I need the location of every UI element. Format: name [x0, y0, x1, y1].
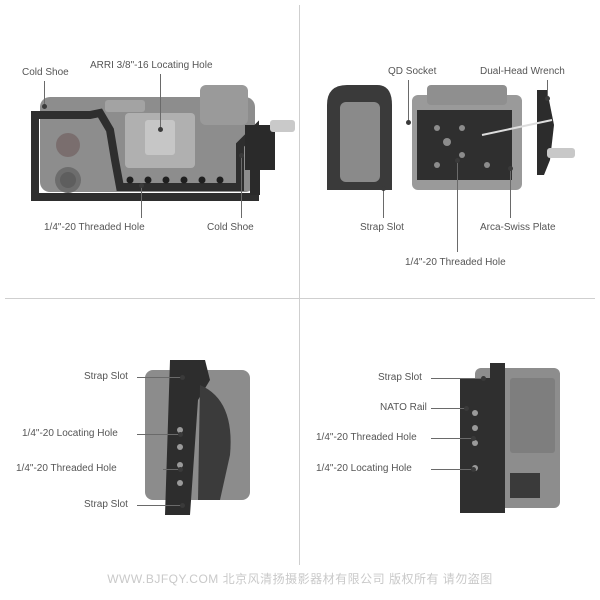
pointer-wrench — [545, 96, 550, 101]
pointer-nato-rail — [464, 406, 469, 411]
leader-cold-shoe-left — [44, 81, 45, 106]
pointer-locating-hole-side — [178, 432, 183, 437]
pointer-arri-hole — [158, 127, 163, 132]
watermark: WWW.BJFQY.COM 北京风清扬摄影器材有限公司 版权所有 请勿盗图 — [107, 572, 493, 586]
leader-wrench — [547, 80, 548, 98]
pointer-threaded-hole-right — [471, 436, 476, 441]
label-threaded-hole-right: 1/4"-20 Threaded Hole — [316, 432, 417, 443]
leader-arri-hole — [160, 74, 161, 129]
label-strap-slot-side-top: Strap Slot — [84, 371, 128, 382]
leader-strap-slot-side-bottom — [137, 505, 182, 506]
label-strap-slot-rear: Strap Slot — [360, 222, 404, 233]
leader-locating-hole-right — [431, 469, 473, 470]
label-locating-hole-right: 1/4"-20 Locating Hole — [316, 463, 412, 474]
leader-threaded-hole-right — [431, 438, 473, 439]
label-threaded-hole-rear: 1/4"-20 Threaded Hole — [405, 257, 506, 268]
label-wrench: Dual-Head Wrench — [480, 66, 565, 77]
leader-cold-shoe-right — [241, 155, 242, 218]
pointer-strap-slot-side-bottom — [180, 503, 185, 508]
label-strap-slot-side-bottom: Strap Slot — [84, 499, 128, 510]
label-locating-hole-side: 1/4"-20 Locating Hole — [22, 428, 118, 439]
label-nato-rail: NATO Rail — [380, 402, 427, 413]
pointer-cold-shoe-left — [42, 104, 47, 109]
label-strap-slot-right: Strap Slot — [378, 372, 422, 383]
leader-locating-hole-side — [137, 434, 180, 435]
leader-strap-slot-right — [431, 378, 483, 379]
leader-nato-rail — [431, 408, 466, 409]
label-threaded-hole-side: 1/4"-20 Threaded Hole — [16, 463, 117, 474]
leader-threaded-hole-side — [163, 469, 180, 470]
leader-strap-slot-side-top — [137, 377, 182, 378]
cage-left-side-image — [145, 360, 250, 515]
leader-threaded-hole-rear — [457, 160, 458, 252]
leader-qd-socket — [408, 80, 409, 122]
pointer-threaded-hole-side — [178, 467, 183, 472]
label-qd-socket: QD Socket — [388, 66, 437, 77]
cage-front-image — [31, 85, 295, 201]
pointer-strap-slot-rear — [381, 186, 386, 191]
pointer-locating-hole-right — [471, 467, 476, 472]
leader-arca-plate — [510, 168, 511, 218]
label-arri-hole: ARRI 3/8"-16 Locating Hole — [90, 60, 213, 71]
pointer-threaded-hole-front — [139, 183, 144, 188]
pointer-strap-slot-right — [481, 376, 486, 381]
pointer-arca-plate — [508, 166, 513, 171]
label-cold-shoe-right: Cold Shoe — [207, 222, 254, 233]
label-cold-shoe-left: Cold Shoe — [22, 67, 69, 78]
pointer-threaded-hole-rear — [455, 158, 460, 163]
cage-right-side-image — [460, 363, 560, 513]
vertical-divider — [299, 5, 300, 565]
horizontal-divider — [5, 298, 595, 299]
pointer-cold-shoe-right — [239, 153, 244, 158]
pointer-strap-slot-side-top — [180, 375, 185, 380]
leader-strap-slot-rear — [383, 188, 384, 218]
cage-rear-image — [327, 85, 575, 190]
leader-threaded-hole-front — [141, 185, 142, 218]
label-arca-plate: Arca-Swiss Plate — [480, 222, 556, 233]
pointer-qd-socket — [406, 120, 411, 125]
label-threaded-hole-front: 1/4"-20 Threaded Hole — [44, 222, 145, 233]
